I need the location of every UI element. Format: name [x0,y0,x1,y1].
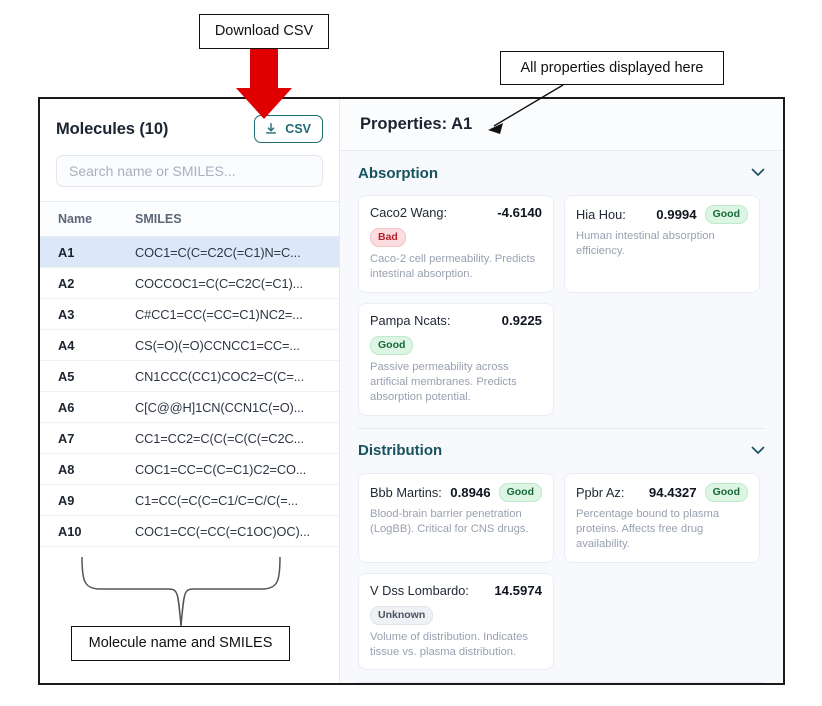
molecule-smiles: COCCOC1=C(C=C2C(=C1)... [135,275,304,291]
molecule-smiles: CN1CCC(CC1)COC2=C(C=... [135,368,305,384]
callout-all-properties-text: All properties displayed here [520,59,704,76]
property-value: 0.9225 [501,312,542,328]
table-row[interactable]: A8 COC1=CC=C(C=C1)C2=CO... [40,454,339,485]
molecule-smiles: COC1=CC(=CC(=C1OC)OC)... [135,523,311,539]
property-card[interactable]: V Dss Lombardo: 14.5974 Unknown Volume o… [358,572,554,671]
molecule-name: A8 [58,461,75,477]
section-header-absorption[interactable]: Absorption [358,151,765,195]
molecule-list[interactable]: A1 COC1=C(C=C2C(=C1)N=C... A2 COCCOC1=C(… [40,237,339,683]
table-row[interactable]: A10 COC1=CC(=CC(=C1OC)OC)... [40,516,339,547]
property-label: Caco2 Wang: [370,205,448,220]
callout-all-properties: All properties displayed here [500,51,724,85]
card-top-row: Caco2 Wang: -4.6140 Bad [370,205,542,248]
property-label: Bbb Martins: [370,484,442,500]
property-card[interactable]: Pampa Ncats: 0.9225 Good Passive permeab… [358,302,554,416]
callout-molecule-name-smiles: Molecule name and SMILES [71,626,290,661]
molecule-name: A2 [58,275,75,291]
search-input[interactable] [56,155,323,187]
molecule-smiles: COC1=CC=C(C=C1)C2=CO... [135,461,307,477]
property-value: -4.6140 [497,205,542,220]
property-label: Pampa Ncats: [370,312,451,328]
chevron-down-icon[interactable] [751,442,765,460]
section-header-metabolism[interactable]: Metabolism [358,682,765,683]
table-row[interactable]: A6 C[C@@H]1CN(CCN1C(=O)... [40,392,339,423]
download-icon [264,122,278,136]
column-header-name: Name [58,212,93,226]
table-row[interactable]: A2 COCCOC1=C(C=C2C(=C1)... [40,268,339,299]
status-badge: Good [704,482,748,502]
status-badge: Good [370,335,414,356]
property-description: Caco-2 cell permeability. Predicts intes… [370,253,536,281]
absorption-cards: Caco2 Wang: -4.6140 Bad Caco-2 cell perm… [358,195,765,428]
property-description: Human intestinal absorption efficiency. [576,230,715,258]
section-title: Absorption [358,164,438,182]
properties-body: Absorption Caco2 Wang: -4.6140 Bad Caco-… [340,151,783,683]
molecule-smiles: C1=CC(=C(C=C1/C=C/C(=... [135,492,298,508]
molecule-name: A1 [58,244,75,260]
callout-molecule-name-smiles-text: Molecule name and SMILES [88,635,273,652]
molecule-name: A7 [58,430,75,446]
table-row[interactable]: A1 COC1=C(C=C2C(=C1)N=C... [40,237,339,268]
molecule-smiles: C[C@@H]1CN(CCN1C(=O)... [135,399,305,415]
molecule-smiles: CS(=O)(=O)CCNCC1=CC=... [135,337,300,353]
property-value: 94.4327 [648,484,697,500]
property-value: 0.8946 [450,484,491,500]
status-badge: Bad [370,228,406,248]
molecule-smiles: C#CC1=CC(=CC=C1)NC2=... [135,306,303,322]
molecule-smiles: CC1=CC2=C(C(=C(C(=C2C... [135,430,304,446]
column-header-smiles: SMILES [135,212,182,226]
section-header-distribution[interactable]: Distribution [358,427,765,473]
page-title: Properties: A1 [360,115,473,133]
app-window: Molecules (10) CSV Name SMILES A [38,97,785,685]
molecule-name: A10 [58,523,82,539]
property-card[interactable]: Ppbr Az: 94.4327 Good Percentage bound t… [564,472,760,563]
table-row[interactable]: A7 CC1=CC2=C(C(=C(C(=C2C... [40,423,339,454]
search-wrapper [40,143,339,201]
status-badge: Unknown [370,605,434,625]
molecules-title: Molecules (10) [56,119,169,138]
status-badge: Good [704,205,748,225]
property-card[interactable]: Bbb Martins: 0.8946 Good Blood-brain bar… [358,472,554,563]
molecule-smiles: COC1=C(C=C2C(=C1)N=C... [135,244,301,260]
distribution-cards: Bbb Martins: 0.8946 Good Blood-brain bar… [358,472,765,683]
status-badge: Good [498,482,542,502]
property-label: V Dss Lombardo: [370,582,469,598]
card-top-row: Pampa Ncats: 0.9225 Good [370,312,542,356]
callout-download-csv: Download CSV [199,14,329,49]
download-csv-label: CSV [285,121,311,136]
table-row[interactable]: A3 C#CC1=CC(=CC=C1)NC2=... [40,299,339,330]
property-value: 14.5974 [494,582,542,598]
property-label: Ppbr Az: [576,484,625,500]
property-card[interactable]: Hia Hou: 0.9994 Good Human intestinal ab… [564,195,760,293]
molecule-name: A3 [58,306,75,322]
properties-header: Properties: A1 [340,99,783,151]
property-description: Percentage bound to plasma proteins. Aff… [576,507,720,550]
property-description: Volume of distribution. Indicates tissue… [370,630,528,658]
property-description: Passive permeability across artificial m… [370,361,517,403]
table-row[interactable]: A5 CN1CCC(CC1)COC2=C(C=... [40,361,339,392]
molecule-list-header: Name SMILES [40,201,339,237]
properties-panel: Properties: A1 Absorption Caco2 Wang: -4… [340,99,783,683]
property-value: 0.9994 [656,207,697,223]
card-top-row: Hia Hou: 0.9994 Good [576,205,748,225]
table-row[interactable]: A9 C1=CC(=C(C=C1/C=C/C(=... [40,485,339,516]
property-description: Blood-brain barrier penetration (LogBB).… [370,507,529,535]
molecule-name: A9 [58,492,75,508]
molecules-header: Molecules (10) CSV [40,99,339,143]
download-csv-button[interactable]: CSV [254,115,323,143]
molecules-panel: Molecules (10) CSV Name SMILES A [40,99,340,683]
card-top-row: V Dss Lombardo: 14.5974 Unknown [370,583,542,625]
molecule-name: A5 [58,368,75,384]
table-row[interactable]: A4 CS(=O)(=O)CCNCC1=CC=... [40,330,339,361]
chevron-down-icon[interactable] [751,164,765,182]
molecule-name: A4 [58,337,75,353]
card-top-row: Bbb Martins: 0.8946 Good [370,482,542,502]
property-label: Hia Hou: [576,207,626,223]
callout-download-csv-text: Download CSV [214,23,314,40]
card-top-row: Ppbr Az: 94.4327 Good [576,482,748,502]
property-card[interactable]: Caco2 Wang: -4.6140 Bad Caco-2 cell perm… [358,195,554,293]
molecule-name: A6 [58,399,75,415]
section-title: Distribution [358,442,443,460]
